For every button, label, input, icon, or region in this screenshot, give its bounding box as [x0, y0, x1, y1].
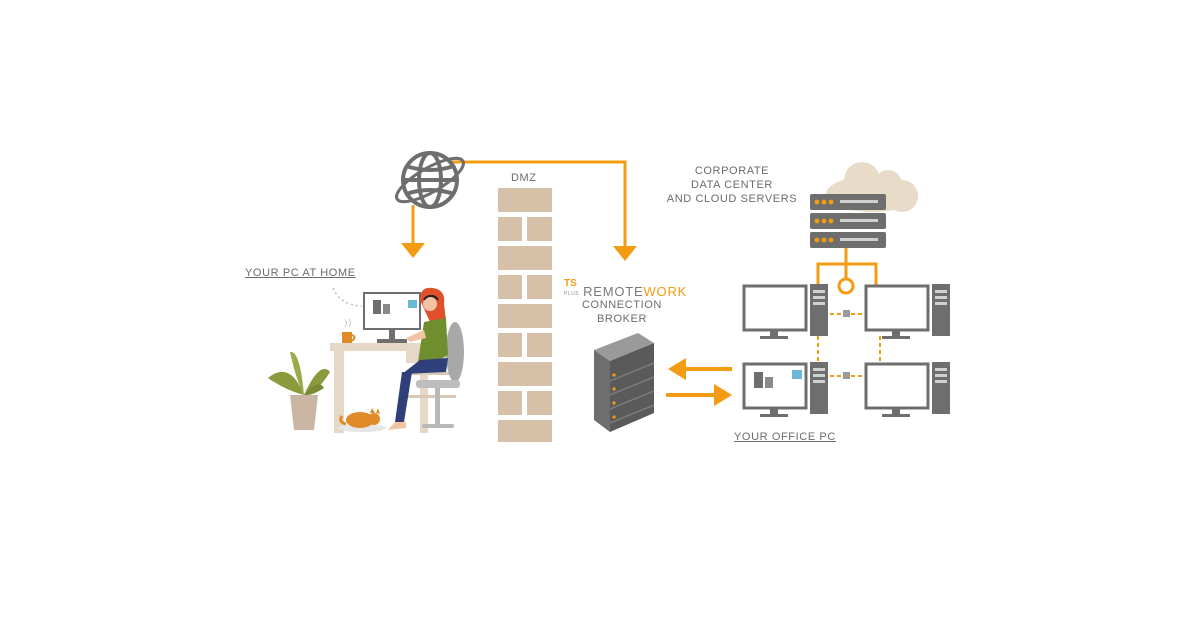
broker-line-1: CONNECTION	[582, 299, 662, 311]
home-monitor	[363, 292, 421, 343]
switch-node	[843, 310, 850, 317]
corporate-line-1: CORPORATE	[694, 165, 770, 177]
brand-work: WORK	[643, 284, 688, 299]
arrow-down-broker	[613, 246, 637, 261]
cat-icon	[338, 408, 386, 432]
corporate-line-2: DATA CENTER	[691, 179, 773, 191]
globe-to-dmz-line	[411, 160, 627, 248]
corporate-line-3: AND CLOUD SERVERS	[666, 193, 798, 205]
arrow-down-home	[401, 243, 425, 258]
coffee-icon	[342, 318, 356, 343]
desktop-pc-icon	[864, 362, 950, 417]
ts-mark-text: TS	[564, 278, 577, 289]
bidirectional-arrows	[666, 358, 732, 406]
desktop-pc-icon	[742, 284, 828, 339]
dmz-label: DMZ	[511, 172, 537, 184]
chair	[416, 322, 464, 428]
desktop-pc-icon	[742, 362, 828, 417]
ts-mark: TS PLUS	[564, 279, 579, 299]
your-office-pc-label: YOUR OFFICE PC	[734, 431, 836, 443]
corporate-label: CORPORATE DATA CENTER AND CLOUD SERVERS	[662, 164, 802, 206]
thought-curve	[332, 287, 363, 307]
plant-icon	[268, 351, 330, 430]
dmz-brick-wall	[498, 188, 552, 442]
person	[388, 287, 448, 430]
globe-icon	[395, 151, 465, 209]
connection-broker-label: CONNECTION BROKER	[572, 298, 672, 326]
brand-remote: REMOTE	[583, 284, 644, 299]
switch-node	[843, 372, 850, 379]
server-rack-icon	[810, 194, 886, 248]
broker-line-2: BROKER	[596, 313, 648, 325]
ts-mark-sub: PLUS	[564, 291, 580, 297]
your-pc-at-home-label: YOUR PC AT HOME	[245, 267, 356, 279]
broker-server-icon	[594, 333, 655, 432]
desktop-pc-icon	[864, 284, 950, 339]
